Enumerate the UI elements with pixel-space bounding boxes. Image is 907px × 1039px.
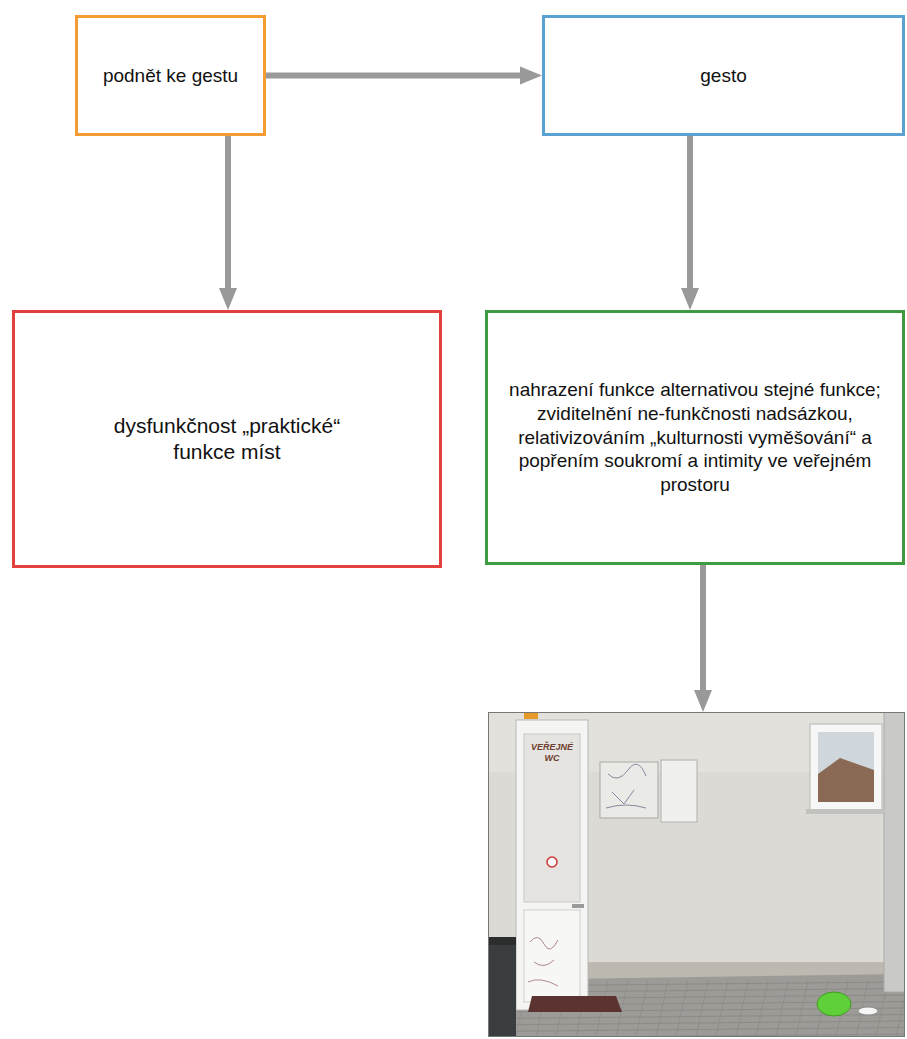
graffiti [528, 937, 558, 986]
potty [817, 992, 851, 1016]
paving-joint [796, 980, 808, 1037]
paving-line [488, 1028, 905, 1032]
cause-box: dysfunkčnost „praktické“ funkce míst [12, 310, 442, 568]
box-scribble [606, 764, 646, 808]
doormat [528, 996, 622, 1012]
wall [488, 712, 905, 1037]
box-text: gesto [700, 64, 746, 88]
photo-border [489, 713, 905, 1037]
box-text: nahrazení funkce alternativou stejné fun… [502, 378, 888, 497]
door-panel [524, 910, 580, 1002]
paving-joint [736, 980, 748, 1037]
paving-joint [696, 980, 708, 1037]
door-sign-text: VEŘEJNÉ WC [526, 742, 578, 764]
door [516, 720, 588, 1010]
effect-box: nahrazení funkce alternativou stejné fun… [485, 310, 905, 565]
no-sign [547, 857, 557, 867]
door-sign [524, 713, 538, 719]
box-text: podnět ke gestu [103, 64, 238, 88]
meter-box [661, 760, 697, 822]
bin-lid [488, 937, 516, 945]
paving-line [488, 1015, 905, 1019]
window-glass [818, 732, 874, 802]
paving-joint [756, 980, 768, 1037]
door-glass [524, 734, 580, 902]
bin [488, 937, 516, 1037]
photo-node: VEŘEJNÉ WC [488, 712, 905, 1037]
door-handle [572, 904, 584, 908]
window-reflection [818, 758, 874, 802]
window-sill [806, 809, 886, 814]
box-text: dysfunkčnost „praktické“ funkce míst [82, 413, 372, 466]
arrow-connector [266, 73, 520, 79]
paving-joint [716, 980, 728, 1037]
plate [858, 1007, 878, 1015]
fence [884, 712, 905, 992]
paving-joint [776, 980, 788, 1037]
paving-joint [676, 980, 688, 1037]
arrow-connector [687, 136, 693, 288]
electric-box [600, 762, 658, 818]
arrow-connector [700, 565, 706, 690]
paving-joint [636, 980, 648, 1037]
arrow-connector [225, 136, 231, 288]
window-frame [810, 724, 882, 810]
stimulus-box: podnět ke gestu [75, 15, 266, 136]
gesture-box: gesto [542, 15, 905, 136]
paving-line [488, 1021, 905, 1025]
paving-joint [656, 980, 668, 1037]
